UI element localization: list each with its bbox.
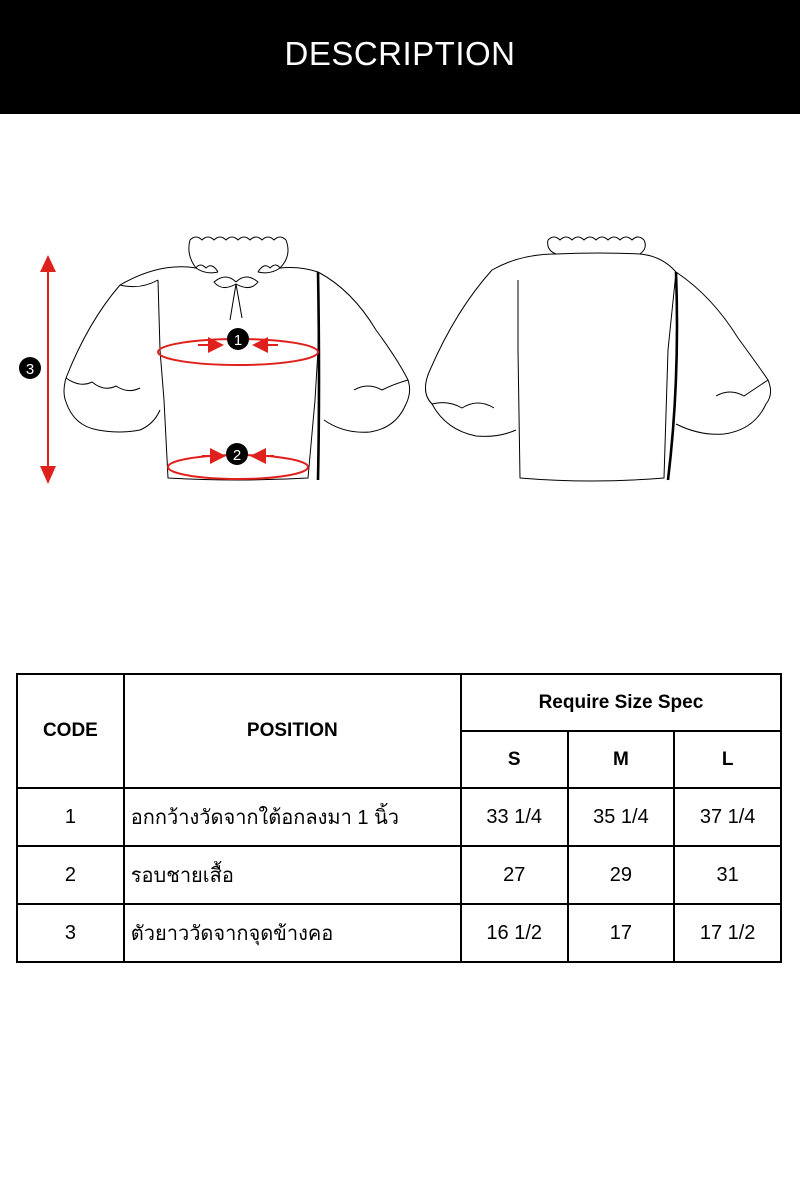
marker-2	[226, 443, 248, 465]
row-value-l: 37 1/4	[673, 787, 782, 847]
measure-length: 3	[19, 255, 56, 484]
front-right-sleeve	[317, 271, 411, 433]
marker-3	[19, 357, 41, 379]
row-position: ตัวยาววัดจากจุดข้างคอ	[122, 903, 462, 963]
row-value-m: 17	[566, 903, 676, 963]
header-size-l: L	[673, 730, 782, 789]
row-code: 2	[16, 845, 125, 905]
marker-3-label: 3	[26, 361, 34, 378]
back-view	[425, 236, 772, 482]
table-row: 2 รอบชายเสื้อ 27 29 31	[16, 845, 782, 905]
measure-hem: 2	[167, 443, 309, 480]
row-value-s: 33 1/4	[459, 787, 569, 847]
row-value-m: 29	[566, 845, 676, 905]
header-position: POSITION	[122, 673, 462, 789]
row-value-l: 17 1/2	[673, 903, 782, 963]
back-left-sleeve	[425, 269, 517, 437]
front-collar	[189, 236, 287, 241]
header-code: CODE	[16, 673, 125, 789]
row-value-s: 16 1/2	[459, 903, 569, 963]
row-position: รอบชายเสื้อ	[122, 845, 462, 905]
front-view	[63, 236, 411, 481]
back-body	[517, 271, 677, 482]
front-left-sleeve	[63, 284, 161, 433]
measure-chest: 1	[157, 328, 319, 366]
page-title: DESCRIPTION	[284, 35, 516, 72]
row-code: 3	[16, 903, 125, 963]
marker-1-label: 1	[234, 332, 242, 349]
header-require-size-spec: Require Size Spec	[459, 673, 783, 732]
table-row: 1 อกกว้างวัดจากใต้อกลงมา 1 นิ้ว 33 1/4 3…	[16, 787, 782, 847]
marker-1	[227, 328, 249, 350]
row-value-l: 31	[673, 845, 782, 905]
row-value-m: 35 1/4	[566, 787, 676, 847]
header-size-m: M	[566, 730, 676, 789]
garment-illustration: 1 2 3	[19, 236, 772, 484]
back-right-sleeve	[675, 271, 772, 435]
header-bar: DESCRIPTION	[0, 0, 800, 114]
size-spec-table: CODE POSITION Require Size Spec S M L 1 …	[16, 673, 783, 963]
row-position: อกกว้างวัดจากใต้อกลงมา 1 นิ้ว	[122, 787, 462, 847]
row-value-s: 27	[459, 845, 569, 905]
header-size-s: S	[459, 730, 569, 789]
row-code: 1	[16, 787, 125, 847]
back-collar	[547, 236, 645, 241]
marker-2-label: 2	[233, 447, 241, 464]
table-row: 3 ตัวยาววัดจากจุดข้างคอ 16 1/2 17 17 1/2	[16, 903, 782, 963]
